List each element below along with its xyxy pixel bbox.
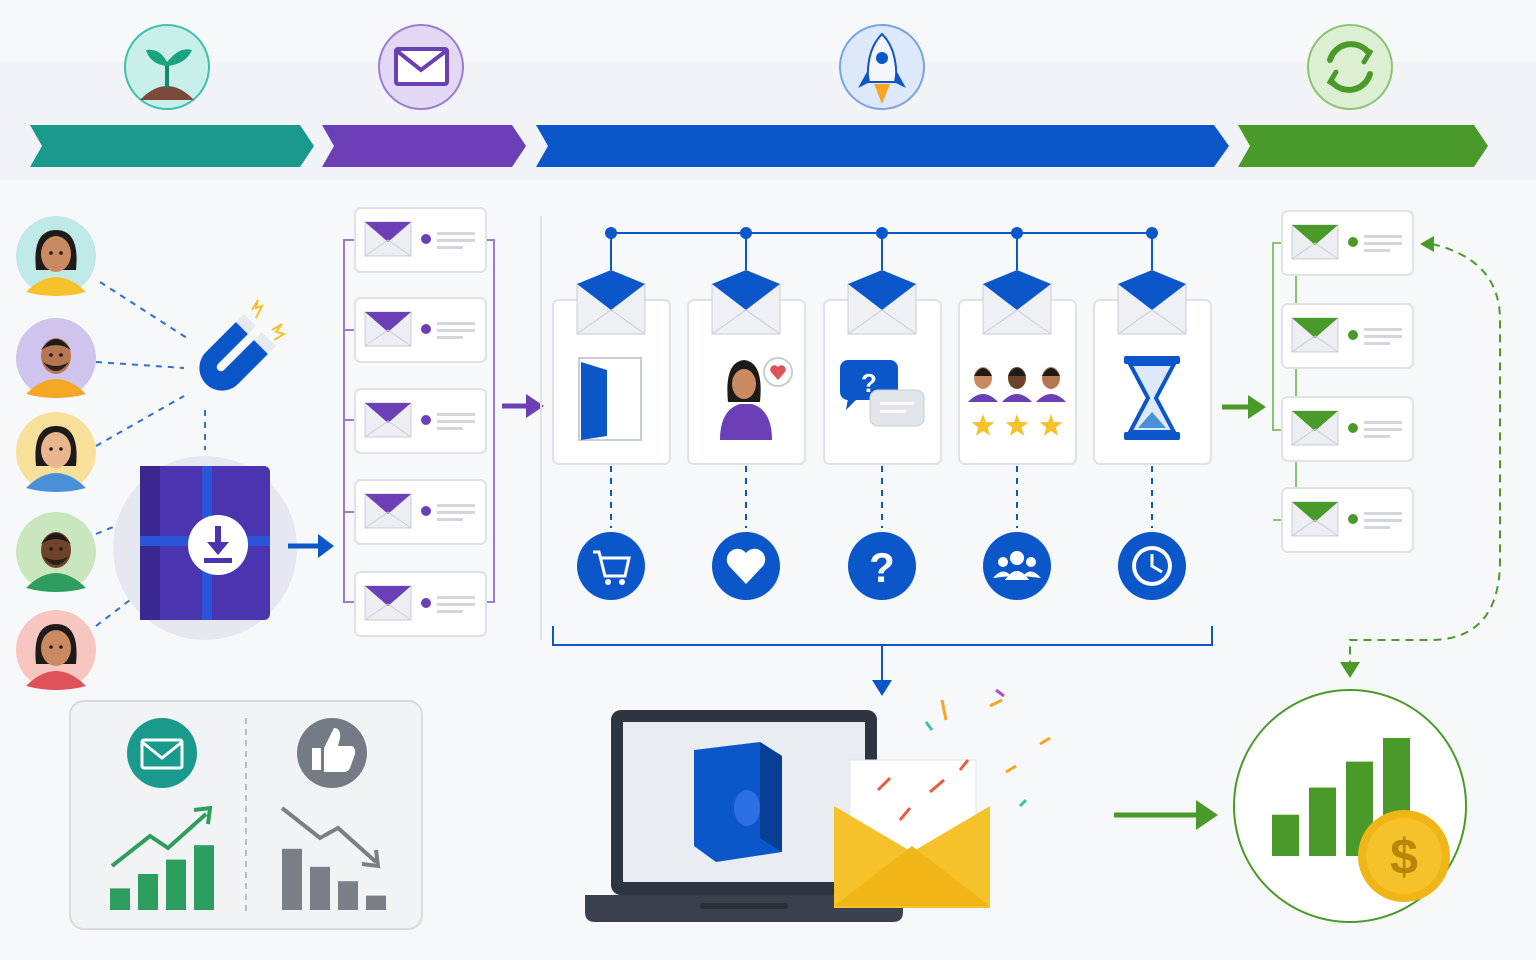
avatar-woman-yellow	[16, 412, 96, 492]
trigger-email-card	[1093, 227, 1212, 600]
envelope-icon	[394, 47, 449, 86]
stage-icon-engage	[839, 24, 925, 110]
dollar-coin-icon: $	[1358, 810, 1450, 902]
cart-icon	[577, 532, 645, 600]
engage-bracket	[552, 626, 1213, 696]
trigger-email-card	[687, 227, 806, 600]
revenue-bar	[1309, 787, 1336, 856]
trend-down-icon	[280, 806, 381, 869]
stage-icon-welcome	[378, 24, 464, 110]
decline-bar	[366, 895, 386, 910]
growth-bar	[166, 859, 186, 910]
envelope-icon	[140, 738, 184, 770]
retain-sequence-bracket	[1272, 242, 1297, 521]
retain-email-card	[1281, 487, 1414, 553]
arrow-to-engage	[502, 394, 544, 418]
stage-icon-attract	[124, 24, 210, 110]
trigger-email-card	[958, 227, 1077, 600]
refresh-icon	[1326, 41, 1374, 93]
loop-arrow	[1349, 243, 1501, 664]
trigger-email-card: ??	[823, 227, 942, 600]
decline-bar	[338, 881, 358, 910]
retain-email-card	[1281, 396, 1414, 462]
loop-arrowhead-top	[1420, 236, 1434, 252]
stage-icon-retain	[1307, 24, 1393, 110]
arrow-to-revenue	[1114, 800, 1218, 830]
thumbs-up-icon	[312, 728, 356, 772]
hourglass-icon	[1124, 356, 1180, 440]
heart-icon	[712, 532, 780, 600]
clock-icon	[1118, 532, 1186, 600]
stage-arrow-retain	[1238, 125, 1488, 167]
welcome-email-card	[354, 388, 487, 454]
open-envelope-icon	[834, 688, 1051, 908]
group-icon	[983, 532, 1051, 600]
subscriber-connectors	[95, 281, 206, 627]
trigger-email-card	[552, 227, 671, 600]
svg-text:$: $	[1390, 829, 1418, 885]
lead-magnet-download	[113, 456, 297, 640]
stage-arrow-attract	[30, 125, 314, 167]
question-chat-icon: ?	[840, 360, 925, 427]
revenue-growth-icon: $	[1233, 689, 1467, 923]
reviews-stars-icon	[968, 367, 1066, 436]
svg-text:?: ?	[861, 368, 877, 398]
product-box-icon	[694, 742, 782, 862]
avatar-woman-red	[16, 610, 96, 690]
sprout-icon	[140, 49, 194, 100]
avatar-woman-teal	[16, 216, 96, 296]
welcome-email-card	[354, 207, 487, 273]
stage-arrow-engage	[536, 125, 1229, 167]
welcome-sequence-bracket	[343, 239, 495, 603]
welcome-email-card	[354, 571, 487, 637]
magnet-icon	[199, 299, 287, 391]
email-metric	[110, 718, 214, 910]
question-icon: ?	[848, 532, 916, 600]
avatar-man-green	[16, 512, 96, 592]
growth-bar	[138, 874, 158, 910]
loop-arrowhead-bottom	[1340, 662, 1360, 678]
revenue-bar	[1272, 814, 1299, 856]
svg-text:?: ?	[869, 544, 895, 591]
retain-email-card	[1281, 303, 1414, 369]
rocket-icon	[858, 32, 906, 104]
laptop-product-view	[585, 710, 903, 922]
growth-bar	[110, 888, 130, 910]
social-metric	[280, 718, 386, 910]
welcome-email-card	[354, 479, 487, 545]
retain-email-card	[1281, 210, 1414, 276]
stage-arrow-welcome	[322, 125, 526, 167]
decline-bar	[282, 848, 302, 910]
download-icon	[204, 526, 232, 563]
door-icon	[578, 357, 642, 441]
decline-bar	[310, 866, 330, 910]
growth-bar	[194, 845, 214, 910]
person-heart-icon	[720, 357, 793, 440]
arrow-to-welcome	[288, 534, 334, 558]
welcome-email-card	[354, 297, 487, 363]
trend-up-icon	[110, 805, 213, 868]
arrow-to-retain	[1222, 395, 1266, 419]
comparison-panel	[69, 700, 423, 930]
avatar-man-purple	[16, 318, 96, 398]
